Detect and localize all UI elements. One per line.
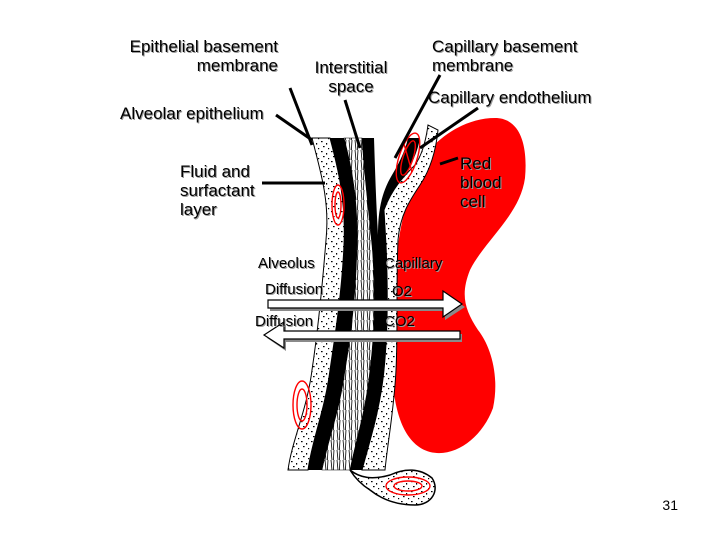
leader-alveolar-epithelium — [275, 113, 313, 142]
co2-diffusion-arrow — [262, 320, 462, 351]
o2-diffusion-arrow — [267, 289, 465, 320]
rbc-outline-bottom-left — [292, 380, 312, 430]
capillary-endothelium-layer — [361, 124, 439, 471]
label-alveolus: Alveolus — [258, 255, 315, 272]
label-capillary-endothelium: Capillary endothelium — [428, 88, 592, 107]
label-capillary-basement-membrane: Capillary basement membrane — [432, 37, 578, 75]
leader-capillary-basement — [393, 74, 442, 159]
label-epithelial-basement-membrane: Epithelial basement membrane — [129, 37, 278, 75]
leader-capillary-endothelium — [419, 106, 479, 150]
label-fluid-surfactant-layer: Fluid and surfactant layer — [180, 162, 255, 219]
page-number: 31 — [662, 497, 678, 513]
rbc-outline-top — [395, 132, 421, 184]
epithelial-basement-membrane-layer — [308, 138, 358, 470]
label-alveolar-epithelium: Alveolar epithelium — [120, 104, 264, 123]
label-capillary: Capillary — [384, 255, 443, 272]
label-co2: CO2 — [384, 313, 415, 330]
label-red-blood-cell: Red blood cell — [460, 154, 502, 211]
leader-lines — [262, 74, 479, 185]
leader-red-blood-cell — [439, 156, 459, 166]
capillary-wall-tail — [349, 469, 436, 506]
label-diffusion-o2: Diffusion — [265, 281, 324, 298]
label-diffusion-co2: Diffusion — [255, 313, 314, 330]
rbc-outline-left — [331, 184, 345, 226]
rbc-outline-tail — [385, 476, 431, 496]
leader-epithelial-basement — [288, 87, 314, 146]
capillary-blood-region — [392, 118, 526, 454]
leader-interstitial — [343, 99, 362, 149]
label-o2: O2 — [392, 283, 413, 300]
label-interstitial-space: Interstitial space — [314, 58, 388, 96]
